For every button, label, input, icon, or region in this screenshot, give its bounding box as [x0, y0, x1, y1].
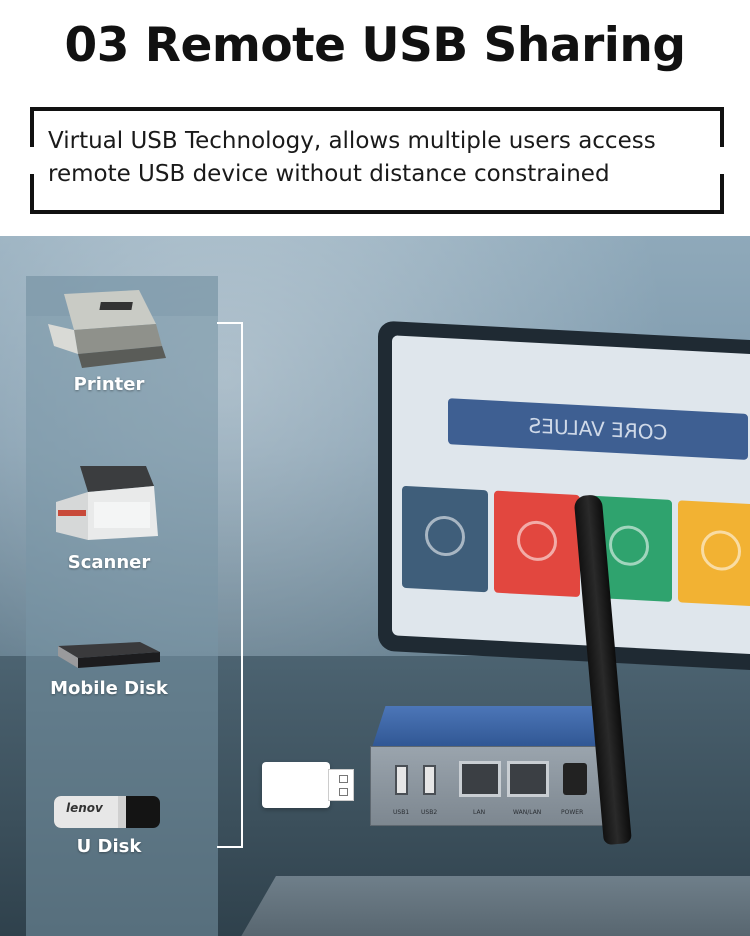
usb-drive-brand: lenov: [66, 801, 103, 815]
laptop-tile-1: [402, 485, 488, 593]
lan-port: [459, 761, 501, 797]
subtitle-line-2: remote USB device without distance const…: [48, 161, 610, 187]
laptop-banner: CORE VALUES: [448, 398, 748, 460]
usb-pin-1: [339, 775, 348, 783]
laptop-tile-4: [678, 500, 750, 607]
usb-port-1: [395, 765, 408, 795]
page-title: 03 Remote USB Sharing: [64, 18, 686, 73]
usb-plug-body: [262, 762, 330, 808]
device-label-printer: Printer: [73, 374, 145, 395]
wan-lan-port: [507, 761, 549, 797]
usb-port-2: [423, 765, 436, 795]
port-label-power: POWER: [561, 809, 584, 816]
printer-icon: [48, 290, 166, 368]
router-front-panel: USB1 USB2 LAN WAN/LAN POWER: [370, 746, 620, 826]
usb-drive-icon: [54, 796, 160, 828]
device-label-scanner: Scanner: [67, 552, 151, 573]
subtitle-line-1: Virtual USB Technology, allows multiple …: [48, 128, 656, 154]
mobile-disk-icon: [58, 642, 160, 668]
device-group-bracket: [217, 322, 243, 848]
gear-icon: [609, 524, 649, 567]
device-label-mobile-disk: Mobile Disk: [50, 678, 168, 699]
usb-plug-connector: [328, 769, 354, 801]
power-port: [563, 763, 587, 795]
device-label-u-disk: U Disk: [76, 836, 142, 857]
laptop-display: CORE VALUES: [392, 335, 750, 656]
scanner-icon: [56, 466, 158, 540]
port-label-wan-lan: WAN/LAN: [513, 809, 542, 816]
laptop-screen: CORE VALUES: [378, 320, 750, 672]
target-icon: [425, 514, 465, 558]
device-scanner: Scanner: [26, 462, 192, 582]
laptop-keyboard: [224, 876, 750, 936]
subtitle-bracket-bottom: [30, 174, 724, 214]
scene-photo: CORE VALUES Printer Scanner: [0, 236, 750, 936]
port-label-usb2: USB2: [421, 809, 438, 816]
usb-pin-2: [339, 788, 348, 796]
subtitle-box: Virtual USB Technology, allows multiple …: [30, 107, 724, 214]
device-u-disk: lenov U Disk: [26, 792, 192, 872]
subtitle-text: Virtual USB Technology, allows multiple …: [48, 125, 713, 191]
port-label-lan: LAN: [473, 809, 486, 816]
subtitle-bracket-top: [30, 107, 724, 147]
device-mobile-disk: Mobile Disk: [26, 636, 192, 706]
router: USB1 USB2 LAN WAN/LAN POWER: [370, 706, 620, 826]
lightbulb-icon: [517, 519, 557, 562]
handshake-icon: [701, 529, 741, 572]
usb-plug: [262, 762, 356, 808]
laptop-tile-2: [494, 490, 580, 598]
device-printer: Printer: [26, 284, 192, 404]
port-label-usb1: USB1: [393, 809, 410, 816]
